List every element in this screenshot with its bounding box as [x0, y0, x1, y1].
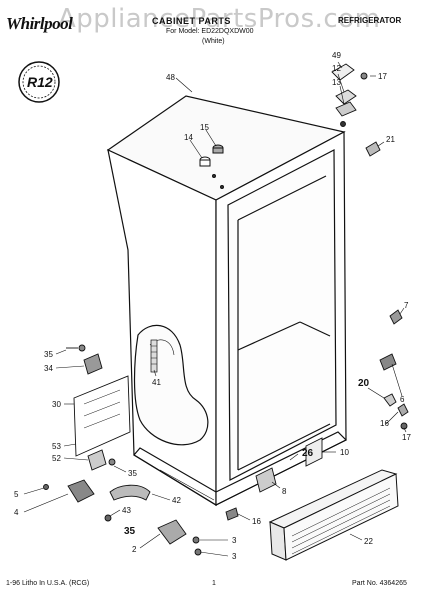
toe-grille — [268, 469, 399, 561]
brand-logo: Whirlpool — [6, 14, 73, 33]
callout-48: 48 — [166, 73, 175, 82]
callout-35-upper: 35 — [44, 350, 53, 359]
callout-15: 15 — [200, 123, 209, 132]
callout-10: 10 — [340, 448, 349, 457]
cabinet-body — [106, 95, 348, 507]
callout-20: 20 — [358, 378, 370, 389]
leader-lines — [23, 61, 407, 557]
callout-49: 49 — [332, 51, 341, 60]
r12-badge: R12 — [18, 61, 60, 103]
callout-4: 4 — [14, 508, 19, 517]
callout-52: 52 — [52, 454, 61, 463]
callout-35-middle: 35 — [128, 469, 137, 478]
page-title: CABINET PARTS — [152, 16, 231, 26]
bottom-hinge-assembly — [305, 309, 409, 467]
callout-17-bottom: 17 — [402, 433, 411, 442]
color-note: (White) — [202, 38, 225, 45]
callout-42: 42 — [172, 496, 181, 505]
footer-litho: 1-96 Litho In U.S.A. (RCG) — [6, 580, 90, 587]
callout-34: 34 — [44, 364, 53, 373]
callout-43: 43 — [122, 506, 131, 515]
model-subtitle: For Model: ED22DQXDW00 — [166, 28, 254, 35]
callout-30: 30 — [52, 400, 61, 409]
callout-14: 14 — [184, 133, 193, 142]
callout-35-lower: 35 — [124, 526, 136, 537]
callout-21: 21 — [386, 135, 395, 144]
callout-2: 2 — [132, 545, 137, 554]
callout-12: 12 — [332, 64, 341, 73]
top-hinge-assembly — [331, 63, 381, 157]
callout-22: 22 — [364, 537, 373, 546]
footer-part-number: Part No. 4364265 — [352, 580, 407, 587]
callout-41: 41 — [152, 378, 161, 387]
callout-3-upper: 3 — [232, 536, 237, 545]
callout-3-lower: 3 — [232, 552, 237, 561]
top-plugs — [199, 144, 224, 189]
watermark-text: AppliancePartsPros.com — [58, 4, 381, 34]
callout-16-bottom: 16 — [252, 517, 261, 526]
callout-6: 6 — [400, 395, 405, 404]
callout-16-right: 16 — [380, 419, 389, 428]
footer-page-number: 1 — [212, 580, 216, 587]
callout-labels: 48 49 12 13 17 14 15 21 7 6 20 16 17 10 … — [14, 51, 411, 561]
callout-8: 8 — [282, 487, 287, 496]
callout-13: 13 — [332, 78, 341, 87]
r12-badge-text: R12 — [27, 74, 53, 90]
category-label: REFRIGERATOR — [338, 16, 402, 25]
callout-5: 5 — [14, 490, 19, 499]
callout-26: 26 — [302, 448, 314, 459]
callout-53: 53 — [52, 442, 61, 451]
callout-7: 7 — [404, 301, 409, 310]
callout-17-top: 17 — [378, 72, 387, 81]
